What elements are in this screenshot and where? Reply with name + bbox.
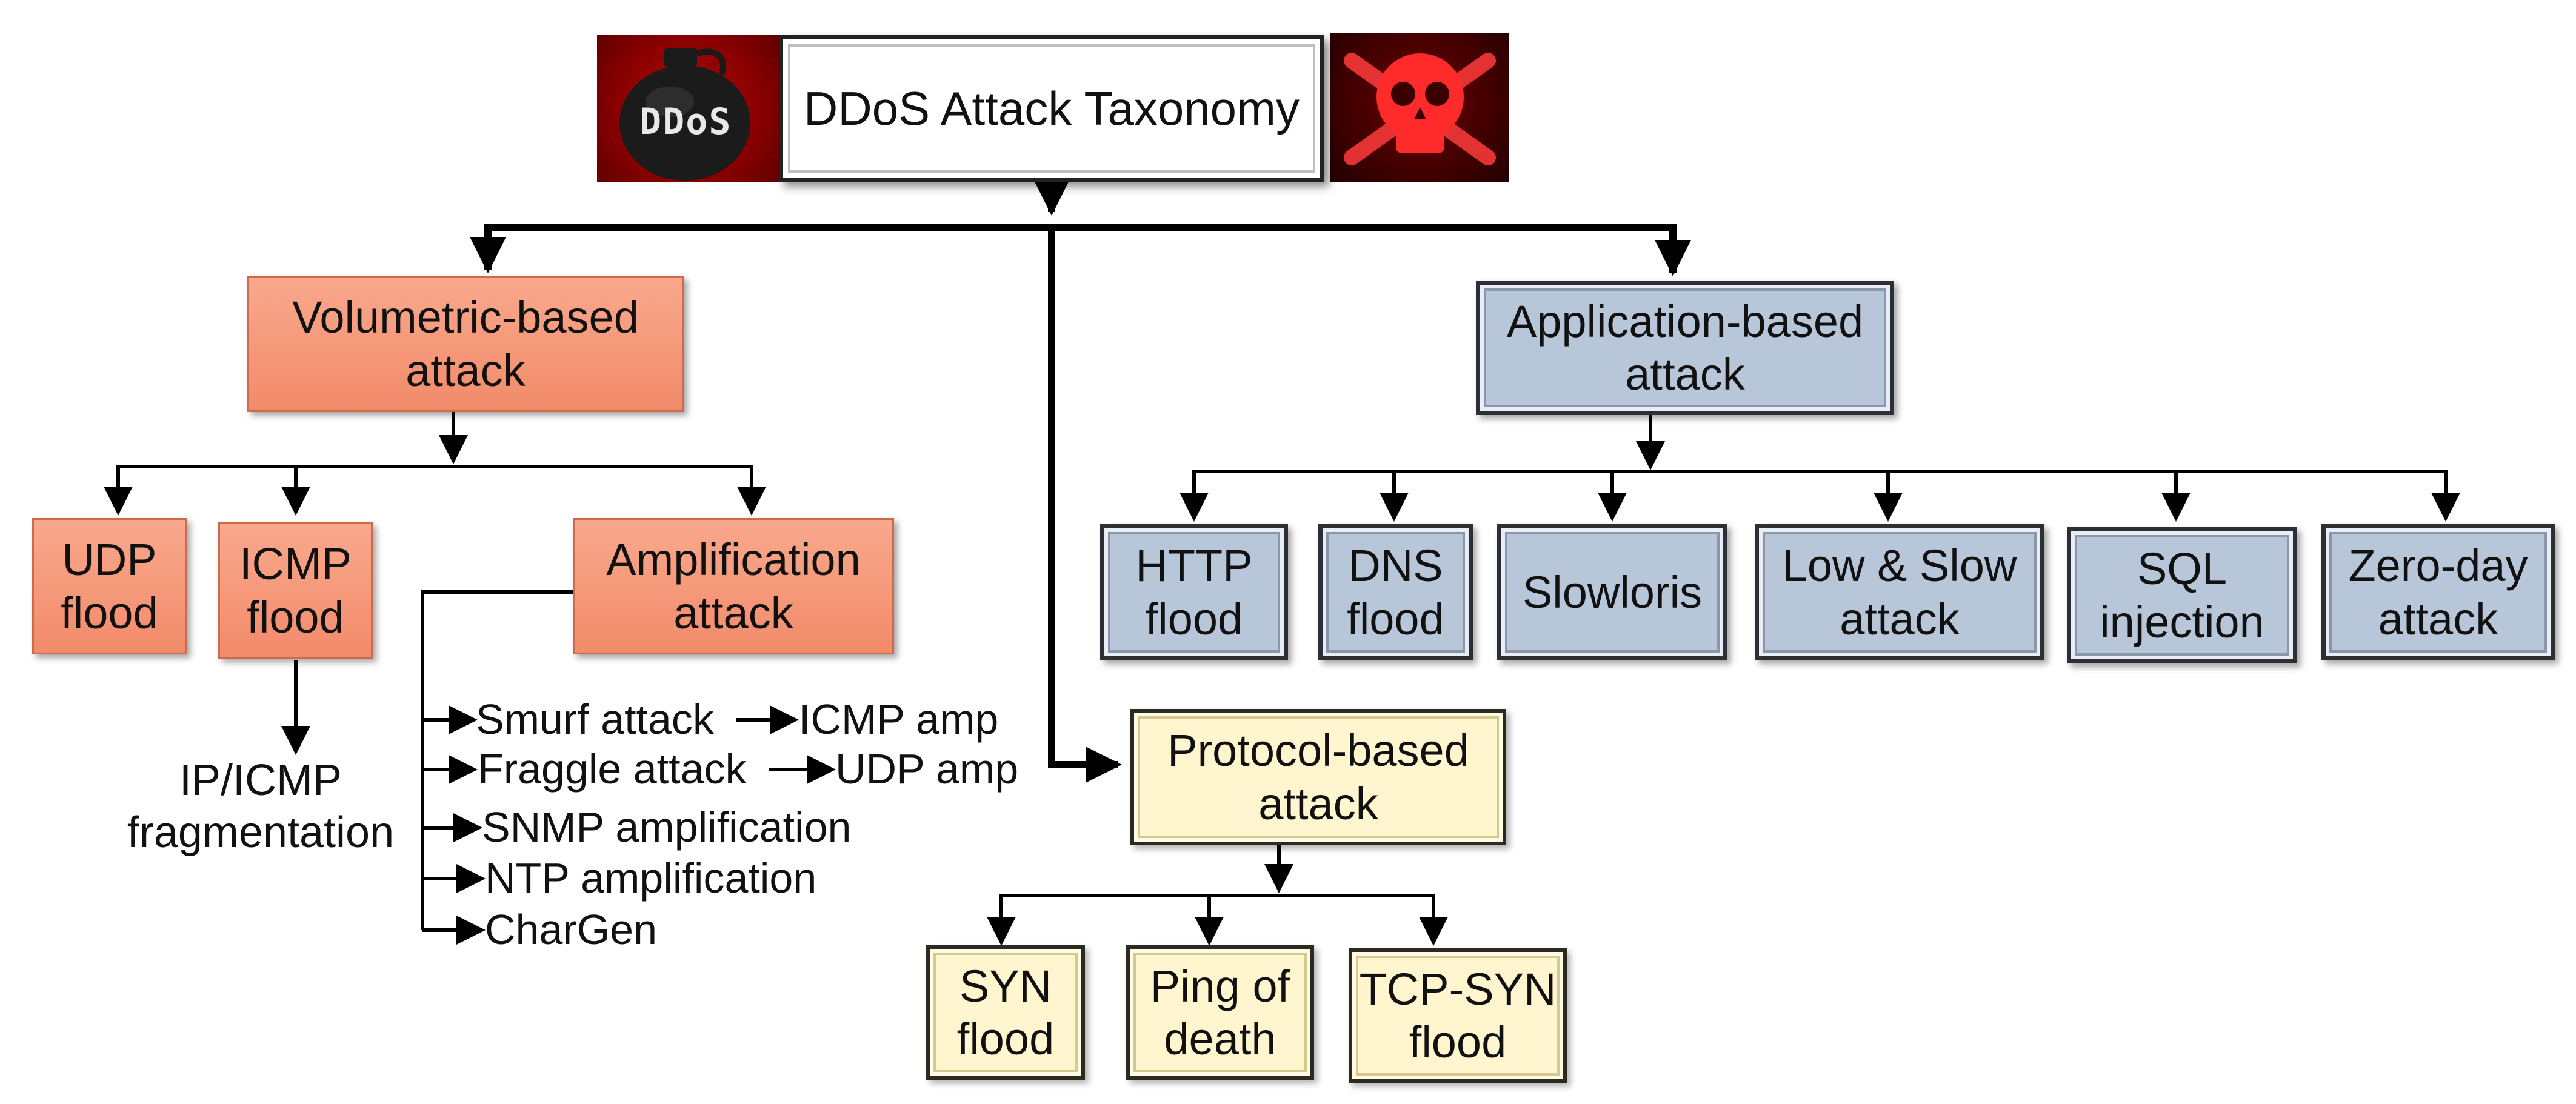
icmp-flood-box: ICMP flood [218, 522, 373, 659]
protocol-branch [999, 894, 1448, 946]
udp-flood-box: UDP flood [32, 518, 187, 654]
syn-flood-box: SYN flood [926, 945, 1085, 1080]
ntp-amplification-label: NTP amplification [485, 854, 817, 902]
grenade-icon [597, 48, 779, 181]
protocol-attack-box: Protocol-based attack [1130, 709, 1506, 845]
ip-icmp-fragmentation-label: IP/ICMP fragmentation [127, 756, 395, 857]
fraggle-attack-label: Fraggle attack [478, 745, 747, 793]
root-connectors [470, 179, 1691, 783]
slowloris-box: Slowloris [1497, 524, 1727, 660]
root-branch-left-right [484, 224, 1691, 276]
application-branch [1192, 470, 2460, 522]
low-slow-attack-box: Low & Slow attack [1755, 524, 2044, 660]
amplification-spine [421, 590, 573, 930]
ping-of-death-box: Ping of death [1126, 945, 1314, 1080]
dns-flood-box: DNS flood [1318, 524, 1473, 660]
protocol-connectors [987, 845, 1448, 946]
skull-image [1330, 33, 1509, 182]
icmp-amp-label: ICMP amp [799, 696, 999, 743]
root-title-box: DDoS Attack Taxonomy [779, 35, 1324, 182]
application-attack-box: Application-based attack [1476, 281, 1894, 415]
grenade-label: DDoS [639, 101, 732, 143]
volumetric-connectors [104, 412, 836, 945]
http-flood-box: HTTP flood [1100, 524, 1288, 660]
tcp-syn-flood-box: TCP-SYN flood [1349, 948, 1567, 1083]
snmp-amplification-label: SNMP amplification [482, 803, 852, 851]
sql-injection-box: SQL injection [2067, 527, 2297, 663]
skull-crossbones-icon [1344, 53, 1496, 165]
volumetric-attack-box: Volumetric-based attack [247, 276, 684, 412]
ddos-grenade-image: DDoS [597, 35, 779, 182]
application-connectors [1180, 415, 2460, 522]
arrow-to-protocol [1048, 227, 1122, 783]
udp-amp-label: UDP amp [835, 745, 1019, 793]
volumetric-branch [116, 465, 766, 516]
smurf-attack-label: Smurf attack [476, 696, 714, 743]
amplification-attack-box: Amplification attack [573, 518, 894, 654]
zero-day-attack-box: Zero-day attack [2321, 524, 2555, 660]
chargen-label: CharGen [485, 906, 658, 953]
